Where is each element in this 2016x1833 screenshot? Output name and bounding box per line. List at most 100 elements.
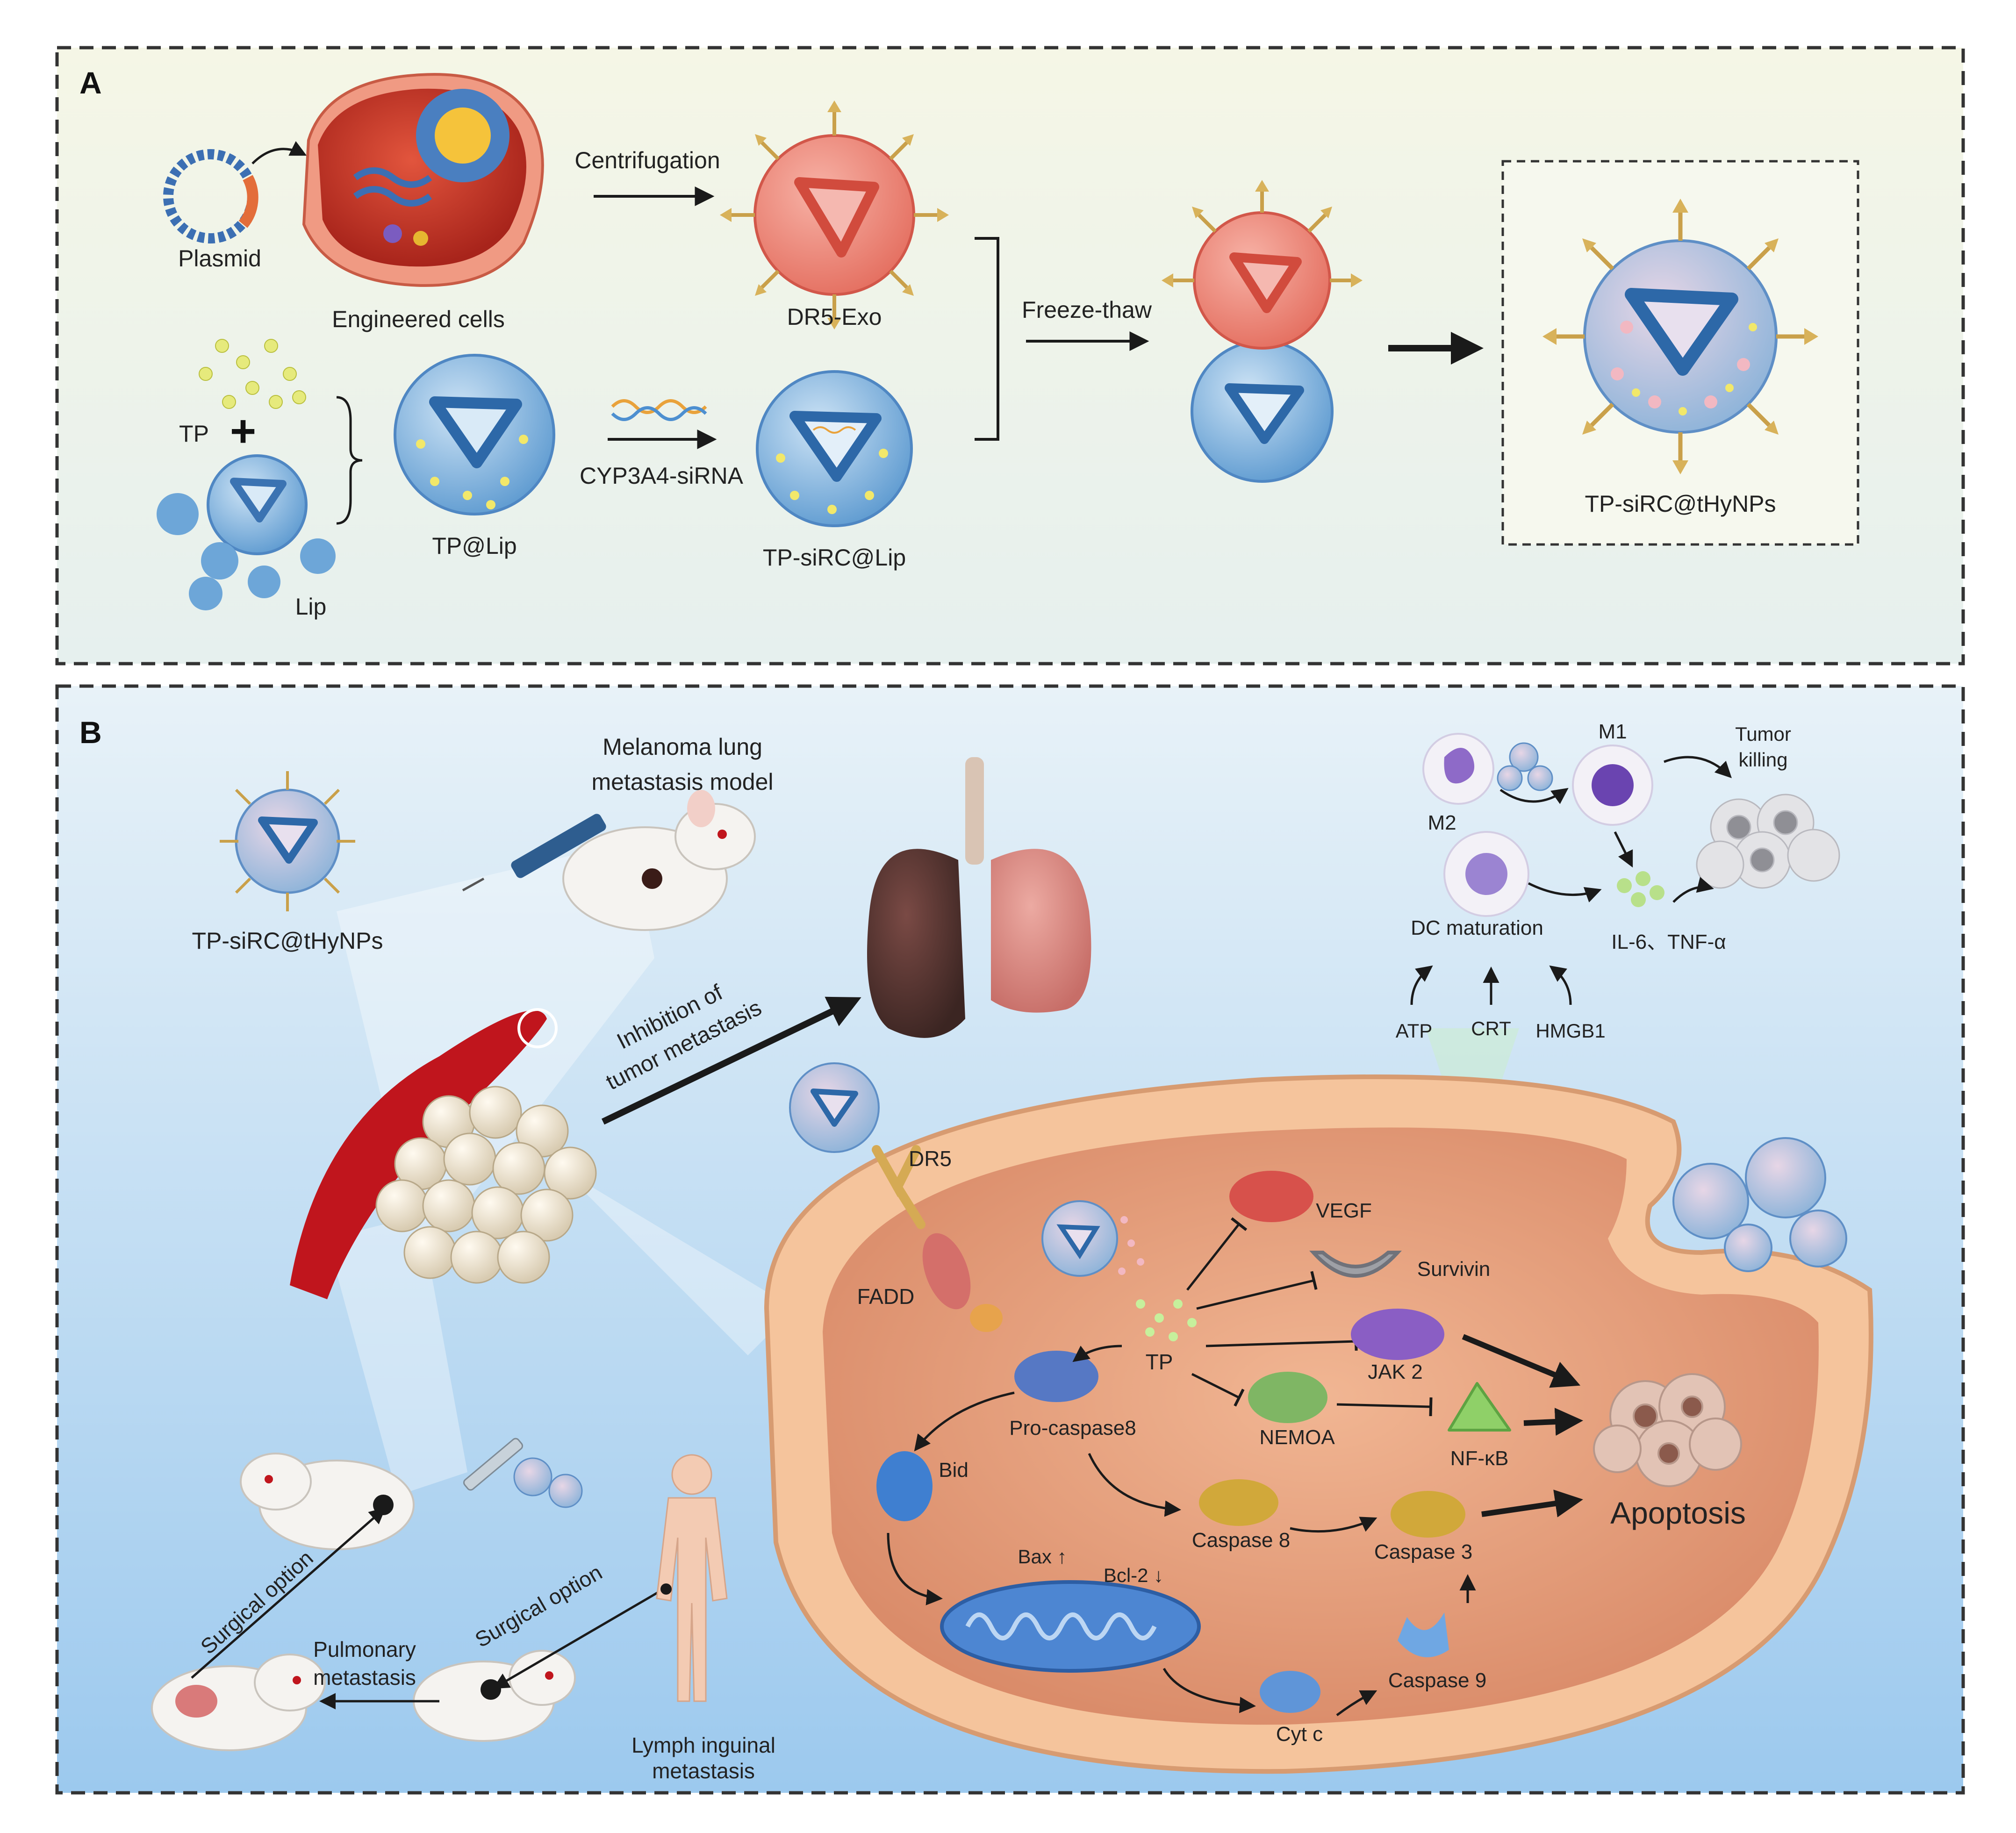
pulmonary-label-line2: metastasis (313, 1665, 416, 1690)
fusion-intermediate-icon (1162, 180, 1363, 483)
m2-label: M2 (1428, 811, 1456, 834)
lip-label: Lip (295, 594, 327, 620)
nemoa-protein-icon (1248, 1372, 1327, 1423)
tp-sirc-lip-label: TP-siRC@Lip (763, 544, 906, 571)
cytokines-to-tumor-arrow (1672, 877, 1714, 903)
treated-mouse-icon (240, 1453, 415, 1550)
m1-to-tumor-arrow (1664, 756, 1732, 778)
procaspase-to-bid-arrow (914, 1391, 1015, 1452)
tp-lip-label: TP@Lip (432, 533, 517, 559)
jak2-to-apoptosis-arrow (1462, 1334, 1581, 1388)
tp-inhibits-vegf (1186, 1217, 1248, 1291)
surgical-arrow-1 (191, 1507, 386, 1679)
panel-a-letter: A (79, 65, 102, 100)
tp-molecules-icon (199, 339, 306, 409)
nanoparticle-label: TP-siRC@tHyNPs (192, 928, 383, 954)
atp-arrow (1410, 965, 1433, 1005)
crt-label: CRT (1471, 1017, 1511, 1039)
tp-inhibits-nemoa (1191, 1373, 1245, 1407)
survivin-protein-icon (1309, 1251, 1402, 1278)
hmgb1-arrow (1549, 965, 1572, 1005)
tumor-cells-icon (1696, 794, 1840, 889)
m2-to-m1-arrow (1499, 788, 1569, 804)
nfkb-label: NF-κB (1450, 1447, 1509, 1470)
bid-to-mito-arrow (887, 1532, 943, 1605)
apoptotic-cell-icon (1593, 1373, 1742, 1487)
cytc-protein-icon (1260, 1671, 1320, 1713)
cytc-to-caspase9-arrow (1336, 1690, 1377, 1717)
centrifugation-label: Centrifugation (574, 147, 720, 173)
mixing-brace (336, 396, 363, 525)
caspase8-to-caspase3-arrow (1290, 1517, 1377, 1533)
syringe-icon (462, 814, 606, 892)
tumor-killing-line2: killing (1738, 749, 1787, 771)
m1-macrophage-icon (1572, 745, 1653, 826)
caspase3-protein-icon (1391, 1491, 1465, 1538)
vegf-label: VEGF (1316, 1199, 1372, 1222)
small-nanoparticles-icon (1497, 742, 1553, 791)
cytokine-label: IL-6、TNF-α (1611, 931, 1726, 953)
bax-label: Bax ↑ (1018, 1546, 1067, 1568)
pro-caspase8-label: Pro-caspase8 (1009, 1417, 1136, 1439)
tp-to-procaspase-arrow (1072, 1345, 1122, 1362)
caspase8-label: Caspase 8 (1192, 1529, 1290, 1552)
dendritic-cell-icon (1443, 831, 1529, 917)
plasmid-arrow (251, 141, 307, 165)
dr5-receptor-icon (789, 1062, 925, 1229)
extracellular-nanoparticles-icon (1672, 1137, 1847, 1272)
engineered-cell-icon (302, 73, 544, 287)
nanoparticle-icon (220, 771, 355, 911)
nanoparticles-small-icon (513, 1457, 583, 1508)
engineered-cells-label: Engineered cells (332, 306, 505, 332)
model-label-line2: metastasis model (591, 769, 773, 795)
nfkb-to-apoptosis-arrow (1523, 1408, 1583, 1436)
pulmonary-mouse-icon (151, 1654, 326, 1751)
tp-sirc-lip-icon (756, 370, 913, 527)
m1-to-cytokines-arrow (1614, 831, 1633, 868)
bid-label: Bid (939, 1459, 969, 1482)
combine-bracket (975, 237, 999, 441)
lymph-mouse-icon (413, 1650, 576, 1742)
caspase9-label: Caspase 9 (1388, 1669, 1486, 1692)
tp-label: TP (179, 421, 209, 447)
product-label: TP-siRC@tHyNPs (1585, 491, 1776, 517)
dc-to-cytokines-arrow (1528, 882, 1602, 902)
pro-caspase8-icon (1014, 1351, 1098, 1402)
caspase3-to-apoptosis-arrow (1481, 1489, 1583, 1518)
dr5-label: DR5 (909, 1146, 952, 1171)
vegf-protein-icon (1229, 1171, 1313, 1222)
surgical-arrow-2 (492, 1588, 665, 1689)
mito-to-cytc-arrow (1162, 1668, 1256, 1713)
pulmonary-label-line1: Pulmonary (313, 1637, 416, 1661)
dc-maturation-label: DC maturation (1411, 916, 1543, 939)
inhibition-arrow (601, 996, 861, 1125)
tp-lip-icon (394, 354, 555, 516)
lymph-label-line2: metastasis (652, 1759, 755, 1783)
m2-macrophage-icon (1422, 733, 1494, 805)
tp-sirc-thynps-icon (1542, 199, 1818, 474)
sirna-icon (611, 399, 707, 421)
survivin-label: Survivin (1417, 1258, 1491, 1281)
nemoa-label: NEMOA (1259, 1426, 1335, 1449)
tp-drug-icon (1136, 1299, 1197, 1341)
mouse-icon (562, 790, 756, 931)
dr5-exosome-icon (720, 100, 949, 329)
sirna-label: CYP3A4-siRNA (580, 463, 744, 489)
tumor-cluster-icon (375, 1086, 597, 1284)
hmgb1-label: HMGB1 (1535, 1020, 1605, 1042)
lungs-icon (867, 757, 1091, 1038)
tp-inhibits-survivin (1196, 1271, 1318, 1310)
atp-label: ATP (1396, 1020, 1433, 1042)
tp-drug-label: TP (1146, 1350, 1173, 1374)
releasing-nanoparticle-icon (1041, 1200, 1144, 1277)
cytc-label: Cyt c (1276, 1723, 1323, 1746)
mitochondrion-icon (940, 1580, 1201, 1673)
procaspase-to-caspase8-arrow (1088, 1453, 1181, 1517)
bid-protein-icon (876, 1451, 933, 1521)
model-label-line1: Melanoma lung (603, 734, 762, 760)
fadd-label: FADD (857, 1284, 915, 1309)
m1-label: M1 (1598, 720, 1627, 743)
caspase8-protein-icon (1199, 1479, 1278, 1526)
